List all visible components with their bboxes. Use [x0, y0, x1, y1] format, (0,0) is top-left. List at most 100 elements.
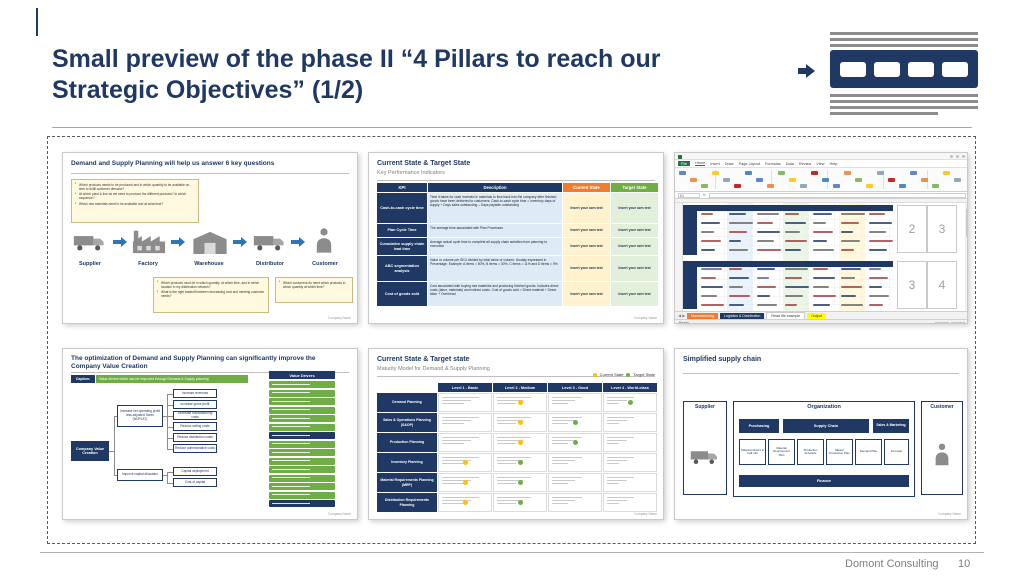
- note-bullet: Which raw materials need to be available…: [75, 202, 195, 207]
- target-state-cell: Insert your own text: [611, 256, 658, 281]
- arrow-right-icon: [798, 64, 815, 78]
- value-driver-bar: [269, 432, 335, 439]
- tinted-column: [783, 203, 809, 311]
- col-header-current: Current State: [563, 183, 610, 192]
- sheet-tab-output: Output: [807, 312, 826, 319]
- delivery-truck-icon: [253, 231, 287, 258]
- title-divider: [52, 127, 972, 128]
- sheet-nav-icons: ◀ ▶: [678, 313, 686, 318]
- value-driver-bar: [269, 457, 335, 465]
- legend: Current State Target State: [592, 372, 655, 377]
- decor-line: [830, 38, 978, 41]
- column-headers: [675, 199, 967, 203]
- vertical-scrollbar: [965, 203, 967, 311]
- mini-slide-subtitle: Key Performance Indicators: [377, 170, 445, 176]
- value-driver-bar: [269, 406, 335, 414]
- step-number: 2: [897, 205, 927, 253]
- supplier-box: Supplier: [683, 401, 727, 495]
- person-icon: [922, 442, 962, 466]
- organization-label: Organization: [807, 404, 841, 410]
- note-bullet: At which plant & line do we need to prod…: [75, 192, 195, 201]
- thumbnail-supply-chain: Simplified supply chain Supplier Organiz…: [674, 348, 968, 520]
- decor-line: [830, 106, 978, 109]
- col-header-target: Target State: [611, 183, 658, 192]
- decor-line: [830, 94, 978, 97]
- sub-box: Production Schedule: [797, 439, 824, 465]
- value-drivers-header: Value Drivers: [269, 371, 335, 379]
- col-header-description: Description: [428, 183, 562, 192]
- maturity-table: Level 1 - Basic Level 2 - Medium Level 3…: [377, 383, 658, 513]
- formula-input: [708, 192, 966, 198]
- table-row: Inventory Planning: [377, 453, 658, 472]
- person-icon: [315, 227, 333, 258]
- divider: [377, 180, 655, 181]
- sheet-tab-manufacturing: Manufacturing: [687, 312, 719, 319]
- target-state-dot: [626, 372, 631, 377]
- excel-formula-bar: K1 fx: [675, 192, 967, 199]
- step-number: 3: [927, 205, 957, 253]
- decor-line: [830, 44, 978, 47]
- table-row: Demand Planning: [377, 393, 658, 412]
- sub-box: Material Requirement Plan: [768, 439, 795, 465]
- col-header-level2: Level 2 - Medium: [493, 383, 547, 392]
- sub-box: Material Orders & Call-offs: [739, 439, 766, 465]
- col-header-level3: Level 3 - Good: [548, 383, 602, 392]
- status-ready: Ready: [679, 320, 690, 324]
- step-number: 4: [927, 261, 957, 309]
- caption-text: Value drivers which can be improved thro…: [96, 375, 248, 383]
- value-driver-bar: [269, 423, 335, 431]
- sheet-tab-logistics: Logistics & Distribution: [720, 312, 765, 319]
- menu-tab-data: Data: [785, 161, 794, 166]
- customer-box: Customer: [921, 401, 963, 495]
- section-header-bar: [697, 205, 893, 211]
- value-driver-bar: [269, 389, 335, 397]
- footer-divider: [40, 552, 984, 553]
- row-label: Distribution Requirements Planning: [377, 493, 437, 512]
- thumbnail-excel-tool: File Home Insert Draw Page Layout Formul…: [674, 152, 968, 324]
- mini-slide-title: Simplified supply chain: [683, 356, 762, 363]
- value-driver-bar: [269, 500, 335, 507]
- warehouse-icon: [191, 230, 229, 259]
- excel-grid-content: [697, 203, 893, 311]
- excel-logo-icon: [678, 154, 682, 159]
- purchasing-box: Purchasing: [739, 419, 779, 433]
- tree-node: Decrease Manufacturing costs: [173, 411, 217, 420]
- menu-tab-review: Review: [798, 161, 812, 166]
- tree-node: Reduce selling costs: [173, 422, 217, 431]
- note-bullet: What is the right tradeoff between decre…: [157, 290, 265, 299]
- tree-root: Company Value Creation: [71, 441, 109, 461]
- process-step-shape: [874, 61, 900, 77]
- tree-node-capital: Improve capital allocation: [117, 469, 163, 481]
- col-header-kpi: KPI: [377, 183, 427, 192]
- tinted-column: [839, 203, 865, 311]
- kpi-description: Time it takes for cash invested in mater…: [428, 193, 562, 223]
- target-state-cell: Insert your own text: [611, 224, 658, 237]
- finance-box: Finance: [739, 475, 909, 487]
- flow-arrow-icon: [171, 237, 185, 247]
- table-row: Production Planning: [377, 433, 658, 452]
- tinted-column: [727, 203, 753, 311]
- note-bullet: Which customers do need which products i…: [279, 280, 349, 289]
- row-label: Production Planning: [377, 433, 437, 452]
- thumbnail-kpi-table: Current State & Target State Key Perform…: [368, 152, 664, 324]
- value-driver-bar: [269, 483, 335, 490]
- sub-box: Demand Plan: [855, 439, 882, 465]
- excel-grid: 2 3 3 4: [675, 199, 967, 311]
- company-name: Company Name: [937, 512, 961, 516]
- company-name: Company Name: [327, 316, 351, 320]
- tree-node: Reduce administrative costs: [173, 444, 217, 453]
- thumbnail-value-creation: The optimization of Demand and Supply Pl…: [62, 348, 358, 520]
- menu-tab-view: View: [816, 161, 825, 166]
- mini-slide-title: Demand and Supply Planning will help us …: [71, 160, 275, 167]
- table-row: Sales & Operations Planning (S&OP): [377, 413, 658, 432]
- kpi-name: Cumulative supply chain lead time: [377, 238, 427, 255]
- value-driver-bar: [269, 491, 335, 499]
- col-header-level4: Level 4 - World-class: [603, 383, 657, 392]
- section-header-bar: [697, 261, 893, 267]
- question-note-top: Which products needs to be produced and …: [71, 179, 199, 223]
- excel-status-bar: Ready: [675, 319, 967, 324]
- current-state-cell: Insert your own text: [563, 193, 610, 223]
- flow-arrow-icon: [113, 237, 127, 247]
- footer-company: Domont Consulting: [845, 558, 939, 570]
